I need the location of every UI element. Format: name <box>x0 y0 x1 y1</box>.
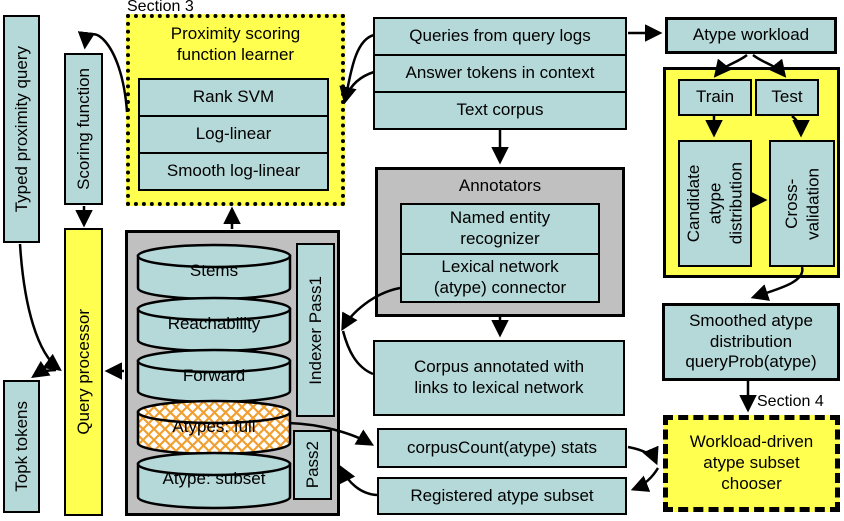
corpus-annotated-box: Corpus annotated with links to lexical n… <box>373 340 625 416</box>
registered-atype-subset-box: Registered atype subset <box>377 477 627 515</box>
arrow-answer-tokens-to-learner <box>344 70 375 98</box>
scoring-function-box: Scoring function <box>64 53 103 205</box>
answer-tokens-in-context-label: Answer tokens in context <box>405 63 595 83</box>
smooth-log-linear-label: Smooth log-linear <box>166 161 301 181</box>
train-box: Train <box>678 79 752 116</box>
section3-label: Section 3 <box>127 0 194 15</box>
reachability-cylinder-label: Reachability <box>167 314 261 333</box>
smoothed-atype-distribution-label: Smoothed atype distribution queryProb(at… <box>685 310 817 372</box>
queries-from-query-logs-label: Queries from query logs <box>409 26 591 46</box>
text-corpus-box: Text corpus <box>373 91 627 130</box>
annotators-title: Annotators <box>458 176 542 195</box>
arrow-queries-to-learner <box>339 33 375 105</box>
text-corpus-label: Text corpus <box>456 100 544 120</box>
scoring-function-label: Scoring function <box>73 68 93 190</box>
chooser-label: Workload-driven atype subset chooser <box>689 432 814 493</box>
pass2-label: Pass2 <box>302 441 322 489</box>
log-linear-box: Log-linear <box>138 115 329 154</box>
rank-svm-box: Rank SVM <box>138 78 329 117</box>
lexical-network-connector-box: Lexical network (atype) connector <box>400 253 600 303</box>
learner-title: Proximity scoring function learner <box>170 24 301 64</box>
atype-workload-box: Atype workload <box>665 17 837 54</box>
rank-svm-label: Rank SVM <box>192 87 275 107</box>
topk-tokens-label: Topk tokens <box>11 401 31 492</box>
topk-tokens-box: Topk tokens <box>3 380 40 513</box>
smooth-log-linear-box: Smooth log-linear <box>138 152 329 191</box>
arrow-corpuscount-to-chooser <box>627 445 659 466</box>
query-processor-label: Query processor <box>73 309 93 435</box>
test-box: Test <box>755 79 819 116</box>
arrow-chooser-to-registered <box>630 467 660 492</box>
test-label: Test <box>771 87 803 107</box>
typed-proximity-query-label: Typed proximity query <box>11 45 31 213</box>
arrow-registered-to-pass2 <box>339 464 378 497</box>
indexer-pass1-box: Indexer Pass1 <box>296 243 335 417</box>
corpuscount-stats-box: corpusCount(atype) stats <box>377 428 627 468</box>
corpus-annotated-label: Corpus annotated with links to lexical n… <box>413 357 585 397</box>
query-processor-box: Query processor <box>64 228 103 516</box>
smoothed-atype-distribution-box: Smoothed atype distribution queryProb(at… <box>662 303 840 381</box>
registered-atype-subset-label: Registered atype subset <box>410 485 594 505</box>
train-label: Train <box>695 87 735 107</box>
atype-workload-label: Atype workload <box>692 25 810 45</box>
forward-cylinder-label: Forward <box>182 366 246 385</box>
corpuscount-stats-label: corpusCount(atype) stats <box>407 437 597 457</box>
cross-validation-label: Cross- validation <box>781 167 822 240</box>
queries-from-query-logs-box: Queries from query logs <box>373 17 627 56</box>
workload-driven-atype-subset-chooser-box: Workload-driven atype subset chooser <box>663 415 840 512</box>
candidate-atype-distribution-box: Candidate atype distribution <box>678 140 752 267</box>
candidate-atype-distribution-label: Candidate atype distribution <box>684 162 746 245</box>
answer-tokens-in-context-box: Answer tokens in context <box>373 54 627 93</box>
arrow-typed-query-to-query-processor <box>18 243 62 372</box>
atype-subset-cylinder-label: Atype: subset <box>162 469 266 488</box>
indexer-pass1-label: Indexer Pass1 <box>305 275 325 385</box>
arrow-query-processor-to-topk-tokens <box>31 360 57 378</box>
typed-proximity-query-box: Typed proximity query <box>3 15 40 243</box>
lexical-network-connector-label: Lexical network (atype) connector <box>433 257 567 297</box>
stems-cylinder-label: Stems <box>189 261 239 280</box>
log-linear-label: Log-linear <box>195 124 272 144</box>
named-entity-recognizer-label: Named entity recognizer <box>449 208 551 248</box>
pass2-box: Pass2 <box>293 430 332 500</box>
named-entity-recognizer-box: Named entity recognizer <box>400 203 600 255</box>
atypes-full-cylinder-label: Atypes: full <box>172 417 256 436</box>
cross-validation-box: Cross- validation <box>769 140 835 267</box>
arrow-corpus-annotated-to-indexer <box>341 330 374 376</box>
section4-label: Section 4 <box>757 393 824 410</box>
